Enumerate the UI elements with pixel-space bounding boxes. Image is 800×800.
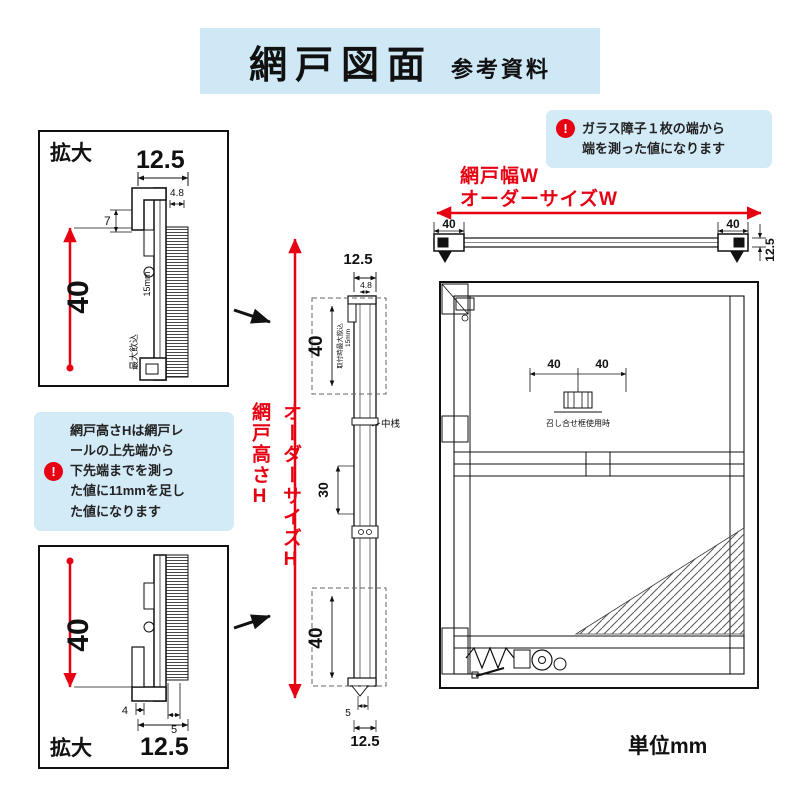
top-rail-section: 40 40 12.5 bbox=[433, 218, 777, 263]
roller-assembly bbox=[465, 646, 567, 679]
dim-12-5-bottom-detail: 12.5 bbox=[140, 733, 189, 761]
mid-rail-label: 中桟 bbox=[381, 418, 401, 430]
dim-7-top-detail: 7 bbox=[104, 214, 111, 228]
dimensions-top-detail bbox=[74, 172, 189, 233]
width-arrow bbox=[436, 206, 762, 220]
dim-12-5-center-bottom: 12.5 bbox=[350, 733, 379, 750]
dim-40-center-bottom: 40 bbox=[306, 627, 327, 648]
dashed-detail-frames bbox=[311, 297, 387, 687]
order-size-h-label: オーダーサイズH bbox=[280, 402, 301, 572]
dim-5-bottom-detail: 5 bbox=[171, 724, 177, 736]
dim-30-center: 30 bbox=[315, 482, 331, 498]
dim-12-5-top-detail: 12.5 bbox=[136, 146, 185, 174]
top-rail-dims bbox=[433, 222, 766, 261]
engage-label-top-detail: 最大飲込 bbox=[128, 334, 139, 370]
warning-icon: ! bbox=[556, 119, 575, 138]
detail-top-drawing: 拡大 12.5 4.8 7 40 15mm 最大飲込 bbox=[50, 141, 189, 381]
connector-arrow-top bbox=[233, 308, 271, 324]
dim-5-center: 5 bbox=[345, 708, 351, 719]
engage-label-center: 取付時最大飲込 bbox=[335, 323, 344, 369]
detail-bottom-box: 40 4 5 12.5 拡大 bbox=[38, 545, 229, 769]
dim-40-rail-left: 40 bbox=[442, 218, 456, 231]
dimensions-bottom-detail bbox=[135, 683, 189, 731]
dim-40-top-detail: 40 bbox=[62, 280, 95, 313]
page-subtitle: 参考資料 bbox=[451, 57, 552, 82]
red-arrow-top-detail bbox=[63, 227, 77, 372]
elevation-frame bbox=[439, 281, 759, 689]
enlarge-label-bottom: 拡大 bbox=[50, 736, 92, 760]
height-label: 網戸高さH bbox=[249, 402, 270, 509]
warning-icon: ! bbox=[44, 461, 63, 481]
dim-12-5-center-top: 12.5 bbox=[343, 251, 372, 268]
width-axis-labels: 網戸幅W オーダーサイズW bbox=[460, 166, 618, 212]
meeting-rail-label: 召し合せ框使用時 bbox=[546, 418, 610, 428]
height-axis-labels: 網戸高さH オーダーサイズH bbox=[246, 402, 304, 572]
detail-top-box: 拡大 12.5 4.8 7 40 15mm 最大飲込 bbox=[38, 130, 229, 387]
dim-12-5-rail: 12.5 bbox=[763, 238, 777, 262]
dim-40-center-top: 40 bbox=[306, 335, 327, 356]
dim-15mm-top-detail: 15mm bbox=[142, 271, 152, 296]
page-title: 網戸図面 bbox=[248, 44, 433, 87]
connector-arrow-bottom bbox=[233, 614, 271, 630]
rail-profile-bottom bbox=[131, 554, 189, 702]
dim-40-bottom-detail: 40 bbox=[62, 618, 95, 651]
dim-4-8-center: 4.8 bbox=[360, 280, 372, 290]
height-arrow bbox=[288, 238, 302, 699]
width-note-text: ガラス障子１枚の端から 端を測った値になります bbox=[582, 121, 726, 157]
detail-bottom-drawing: 40 4 5 12.5 拡大 bbox=[50, 554, 189, 761]
dim-15mm-center: 15mm bbox=[345, 329, 352, 347]
height-note-callout: ! 網戸高さHは網戸レ ールの上先端から 下先端までを測っ た値に11mmを足し… bbox=[34, 412, 234, 531]
dim-40-elevation-left: 40 bbox=[547, 357, 561, 371]
top-rail-body bbox=[433, 233, 749, 263]
meeting-rail-dims bbox=[529, 368, 627, 413]
rail-profile-top bbox=[131, 187, 189, 381]
height-note-text: 網戸高さHは網戸レ ールの上先端から 下先端までを測っ た値に11mmを足し た… bbox=[70, 423, 185, 519]
unit-label: 単位mm bbox=[628, 735, 708, 758]
enlarge-label-top: 拡大 bbox=[50, 141, 92, 165]
width-note-callout: ! ガラス障子１枚の端から 端を測った値になります bbox=[546, 110, 772, 169]
title-banner: 網戸図面 参考資料 bbox=[200, 28, 600, 94]
width-label: 網戸幅W bbox=[460, 166, 539, 187]
center-rail bbox=[347, 295, 379, 697]
order-size-w-label: オーダーサイズW bbox=[460, 188, 618, 210]
dim-4-bottom-detail: 4 bbox=[122, 705, 128, 717]
dim-40-rail-right: 40 bbox=[726, 218, 740, 231]
center-vertical-section: 12.5 4.8 40 取付時最大飲込 15mm 中桟 30 40 5 12.5 bbox=[306, 251, 401, 750]
mesh-hatch-area bbox=[574, 527, 745, 635]
red-arrow-bottom-detail bbox=[63, 557, 132, 688]
dim-40-elevation-right: 40 bbox=[595, 357, 609, 371]
elevation-view: 40 40 召し合せ框使用時 bbox=[439, 281, 759, 689]
center-dims bbox=[329, 272, 381, 732]
dim-4-8-top-detail: 4.8 bbox=[170, 188, 184, 199]
